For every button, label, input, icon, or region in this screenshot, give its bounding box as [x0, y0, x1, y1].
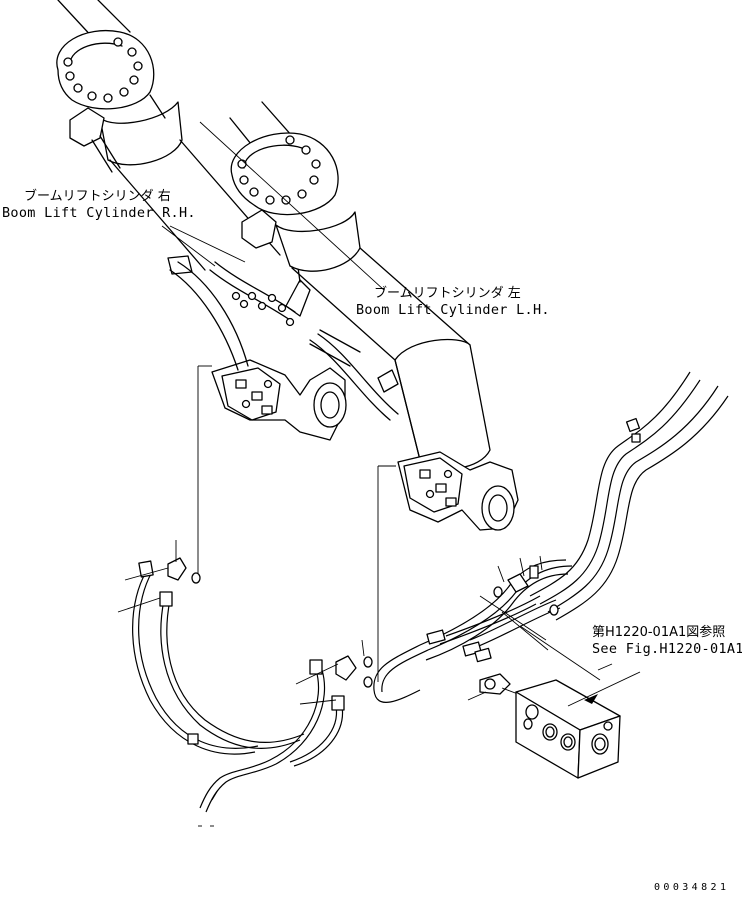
valve-block	[515, 671, 641, 779]
hose-assembly-rh	[373, 371, 729, 703]
boom-lift-cylinder-lh	[229, 101, 519, 531]
boom-lift-cylinder-rh	[56, 0, 347, 441]
rh-cylinder-label-en: Boom Lift Cylinder R.H.	[2, 205, 196, 221]
manifold-bolt-row	[231, 291, 295, 327]
leader-lines	[161, 121, 396, 682]
reference-label-en: See Fig.H1220-01A1	[592, 641, 742, 657]
lh-cylinder-label-jp: ブームリフトシリンダ 左	[374, 286, 521, 301]
lh-cylinder-label-en: Boom Lift Cylinder L.H.	[356, 302, 550, 318]
drawing-code: 00034821	[654, 882, 730, 893]
hose-assembly-lh	[117, 540, 373, 827]
rh-cylinder-label-jp: ブームリフトシリンダ 右	[24, 189, 171, 204]
cylinder-head-bolts	[63, 37, 143, 103]
reference-label-jp: 第H1220-01A1図参照	[592, 625, 726, 640]
